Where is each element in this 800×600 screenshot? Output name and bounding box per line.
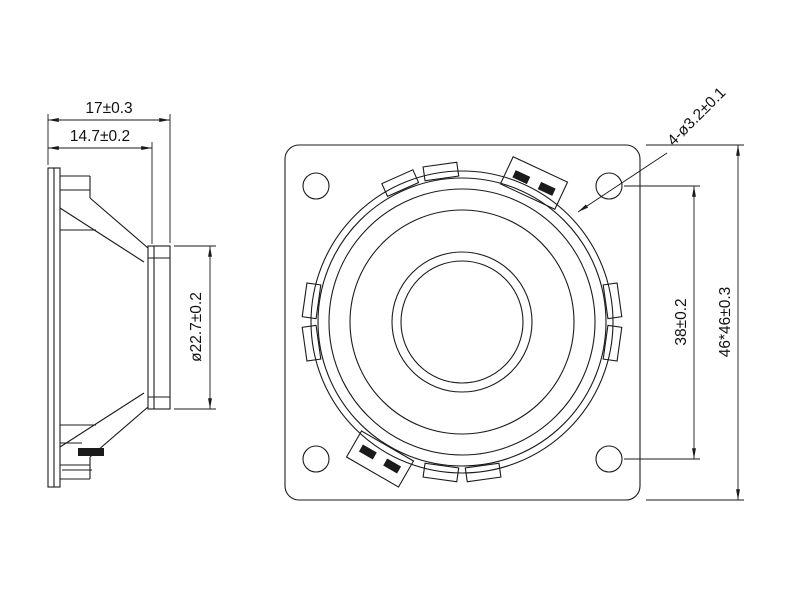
leader-line bbox=[577, 152, 668, 213]
dim-frame-size-label: 46*46±0.3 bbox=[717, 287, 734, 358]
dim-overall-depth-label: 17±0.3 bbox=[85, 100, 132, 117]
dim-mounting-holes-label: 4-ø3.2±0.1 bbox=[664, 84, 729, 149]
frame-tabs bbox=[301, 161, 623, 483]
mounting-hole bbox=[595, 172, 623, 200]
terminal-block-top bbox=[499, 155, 569, 211]
mounting-hole bbox=[302, 445, 330, 473]
side-view-basket bbox=[59, 175, 149, 480]
dim-mounting-depth: 14.7±0.2 bbox=[48, 128, 153, 244]
dim-magnet-diameter-label: ø22.7±0.2 bbox=[188, 292, 205, 362]
side-view-terminal bbox=[60, 442, 104, 471]
solder-lug bbox=[537, 181, 556, 196]
mounting-hole bbox=[595, 445, 623, 473]
side-view bbox=[47, 167, 171, 488]
side-view-magnet bbox=[147, 245, 171, 410]
front-view bbox=[284, 144, 641, 501]
solder-lug bbox=[512, 170, 531, 185]
dim-mounting-holes: 4-ø3.2±0.1 bbox=[577, 84, 729, 213]
solder-lug bbox=[358, 444, 377, 460]
side-view-gasket bbox=[47, 167, 61, 488]
mounting-hole bbox=[302, 172, 330, 200]
solder-lug bbox=[383, 458, 402, 474]
terminal-block-bottom bbox=[345, 430, 415, 488]
dim-frame-size: 46*46±0.3 bbox=[646, 144, 744, 501]
dim-mounting-depth-label: 14.7±0.2 bbox=[70, 128, 130, 145]
square-frame bbox=[284, 144, 641, 501]
side-terminal-lug bbox=[78, 448, 104, 456]
mounting-holes bbox=[302, 172, 623, 473]
dim-hole-pitch-label: 38±0.2 bbox=[673, 298, 690, 345]
dim-magnet-diameter: ø22.7±0.2 bbox=[174, 245, 216, 410]
speaker-cone-circles bbox=[310, 170, 614, 474]
dim-hole-pitch: 38±0.2 bbox=[624, 185, 700, 460]
dim-overall-depth: 17±0.3 bbox=[47, 100, 171, 243]
